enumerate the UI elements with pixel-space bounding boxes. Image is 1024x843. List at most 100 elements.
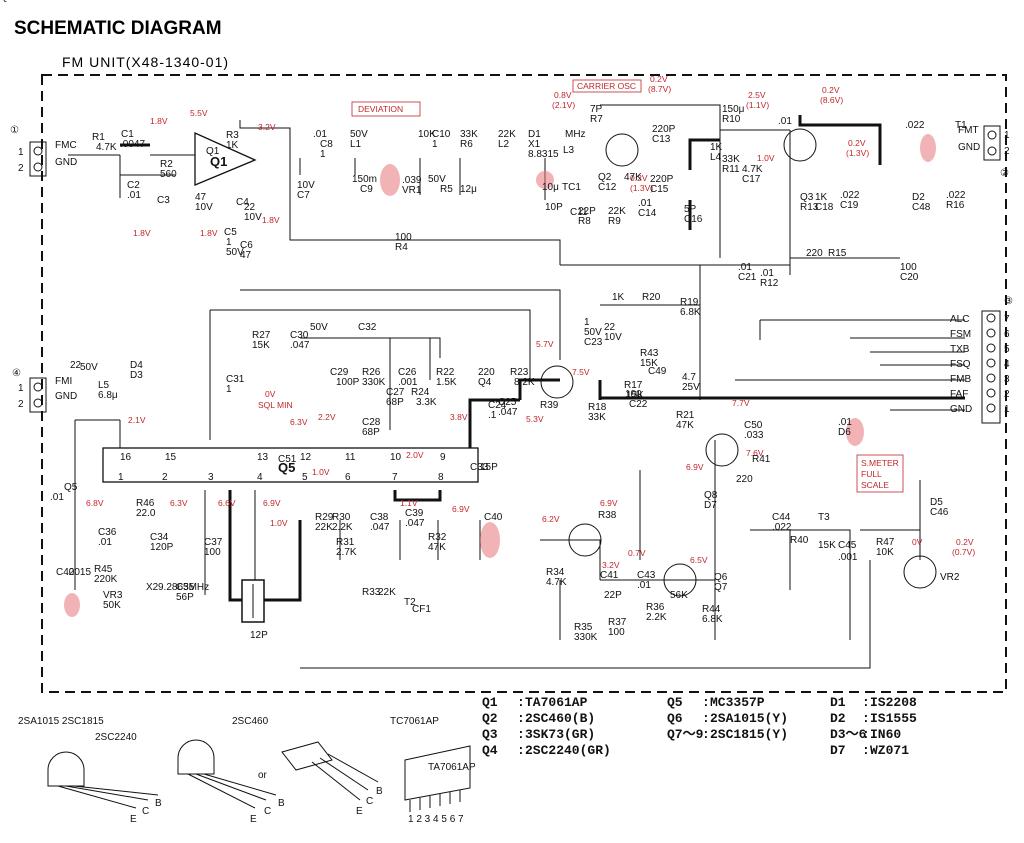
component-label: T3: [818, 512, 830, 523]
component-label: R9: [608, 216, 621, 227]
component-label: 1: [226, 237, 232, 248]
component-label: 15K: [818, 540, 836, 551]
ic-pin-top: 11: [345, 452, 356, 463]
component-label: C1: [121, 129, 134, 140]
svg-text:C: C: [142, 806, 149, 817]
component-label: .022: [772, 522, 792, 533]
component-label: C43: [637, 570, 656, 581]
component-label: 220P: [652, 124, 676, 135]
component-label: L2: [498, 139, 510, 150]
voltage-reading: 5.5V: [190, 108, 208, 118]
component-label: D4: [130, 360, 143, 371]
svg-text:2SC460: 2SC460: [232, 716, 269, 727]
component-label: MHz: [565, 129, 586, 140]
parts-list-row: Q4:2SC2240(GR): [482, 743, 611, 758]
svg-text:2: 2: [18, 163, 24, 174]
part-number: IS2208: [870, 695, 917, 710]
voltage-reading: 7.6V: [746, 448, 764, 458]
svg-text:DEVIATION: DEVIATION: [358, 104, 403, 114]
component-label: 4.7: [682, 372, 696, 383]
component-label: C34: [150, 532, 169, 543]
component-label: 8.8315: [528, 149, 559, 160]
component-label: 15K: [640, 358, 658, 369]
component-label: R18: [588, 402, 607, 413]
component-label: R32: [428, 532, 447, 543]
component-label: R37: [608, 617, 627, 628]
component-label: 22P: [578, 206, 596, 217]
component-label: D1: [528, 129, 541, 140]
component-label: C18: [815, 202, 834, 213]
unit-boundary: [41, 74, 1007, 693]
component-label: R27: [252, 330, 271, 341]
component-label: 220K: [94, 574, 118, 585]
component-label: 10V: [244, 212, 262, 223]
component-label: D6: [838, 427, 851, 438]
component-label: 15K: [252, 340, 270, 351]
component-label: C20: [900, 272, 919, 283]
voltage-reading: 0.2V: [822, 85, 840, 95]
connector-3-pin: [986, 388, 996, 398]
component-label: 12P: [250, 630, 268, 641]
component-label: VR1: [402, 185, 422, 196]
ic-pin-top: 16: [120, 452, 132, 463]
component-label: CF1: [412, 604, 431, 615]
component-label: 4.7K: [96, 142, 117, 153]
component-label: T1: [955, 120, 967, 131]
component-label: R11: [722, 164, 740, 175]
voltage-reading: 6.2V: [542, 514, 560, 524]
component-label: Q7: [714, 582, 728, 593]
component-label: R41: [752, 454, 771, 465]
component-label: C40: [484, 512, 503, 523]
voltage-reading: 2.2V: [318, 412, 336, 422]
voltage-reading: (8.7V): [648, 84, 671, 94]
parts-list-row: Q2:2SC460(B): [482, 711, 595, 726]
main-signal-path: [120, 115, 965, 602]
component-label: D2: [912, 192, 925, 203]
component-label: 120P: [150, 542, 174, 553]
svg-text:SQL MIN: SQL MIN: [258, 400, 293, 410]
page-title: SCHEMATIC DIAGRAM: [14, 18, 222, 39]
component-label: 330K: [574, 632, 598, 643]
voltage-reading: 6.5V: [690, 555, 708, 565]
component-label: R38: [598, 510, 617, 521]
component-label: 9.2865MHz: [158, 582, 209, 593]
ic-pin-bottom: 8: [438, 472, 444, 483]
part-ref: D3～6: [830, 727, 867, 742]
component-label: 560: [160, 169, 177, 180]
voltage-reading: 1.8V: [200, 228, 218, 238]
ic-pin-top: 9: [440, 452, 446, 463]
parts-list-row: D1:IS2208: [830, 695, 917, 710]
component-label: 150μ: [722, 104, 745, 115]
connector-3-signal-label: TXB: [950, 344, 970, 355]
component-label: 10P: [545, 202, 563, 213]
component-label: 22.0: [136, 508, 156, 519]
component-label: C49: [648, 366, 667, 377]
component-label: C26: [398, 367, 417, 378]
component-label: L5: [98, 380, 110, 391]
component-label: 100: [608, 627, 625, 638]
connector-3-pin-num: 5: [1004, 344, 1010, 355]
component-label: .001: [398, 377, 418, 388]
voltage-reading: 2.1V: [128, 415, 146, 425]
ic-pin-top: 10: [390, 452, 402, 463]
component-label: C48: [912, 202, 931, 213]
svg-text:FULL: FULL: [861, 469, 882, 479]
component-label: R21: [676, 410, 695, 421]
component-label: VR3: [103, 590, 123, 601]
component-label: C14: [638, 208, 657, 219]
component-label: R5: [440, 184, 453, 195]
svg-text:④: ④: [12, 368, 21, 379]
parts-list-row: D2:IS1555: [830, 711, 917, 726]
component-label: C27: [386, 387, 405, 398]
svg-text:E: E: [250, 814, 257, 825]
part-sep: :: [862, 743, 870, 758]
part-number: IN60: [870, 727, 901, 742]
connector-3-pin: [986, 343, 996, 353]
component-label: 10K: [418, 129, 436, 140]
component-label: R7: [590, 114, 603, 125]
component-label: D5: [930, 497, 943, 508]
component-label: .047: [405, 518, 425, 529]
part-number: 3SK73(GR): [525, 727, 595, 742]
component-label: 22K: [498, 129, 516, 140]
